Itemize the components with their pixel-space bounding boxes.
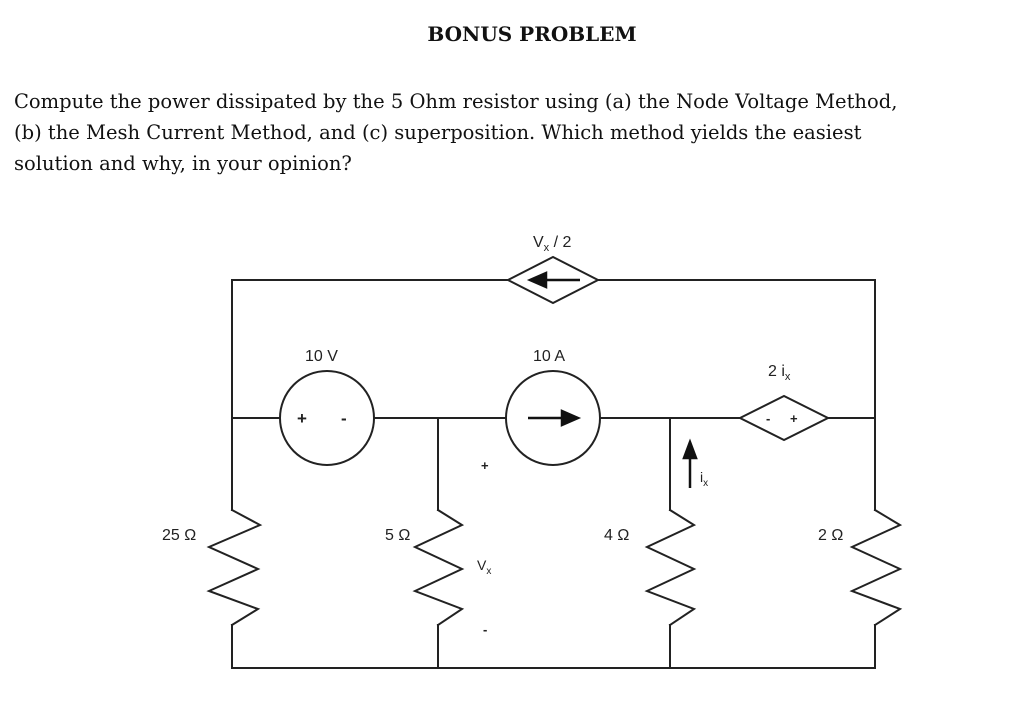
resistor-5-zigzag: [412, 508, 465, 627]
resistor-25-label: 25 Ω: [162, 527, 196, 544]
dep-source-right-plus: +: [790, 411, 798, 426]
resistor-2-zigzag: [849, 508, 903, 627]
arrow-left-icon: [526, 271, 580, 289]
dep-source-right-diamond: [737, 394, 831, 442]
resistor-5-label: 5 Ω: [385, 527, 410, 544]
voltage-source-circle: [279, 370, 375, 466]
problem-line: solution and why, in your opinion?: [14, 152, 352, 175]
problem-line: (b) the Mesh Current Method, and (c) sup…: [14, 121, 862, 144]
vx-label: Vx: [477, 557, 491, 577]
resistor-4-zigzag: [644, 508, 697, 627]
voltage-source-plus: +: [297, 409, 307, 428]
arrow-right-icon: [528, 409, 582, 427]
wire-bottom: [231, 624, 876, 669]
resistor-25-zigzag: [206, 508, 263, 627]
problem-line: Compute the power dissipated by the 5 Oh…: [14, 90, 898, 113]
dep-source-top-label: Vx / 2: [533, 234, 572, 254]
vx-minus: -: [483, 622, 487, 637]
dep-source-right-minus: -: [766, 411, 770, 426]
arrow-up-icon: [682, 438, 698, 488]
resistor-2-label: 2 Ω: [818, 527, 843, 544]
problem-statement: Compute the power dissipated by the 5 Oh…: [14, 86, 1004, 179]
current-source-label: 10 A: [533, 348, 565, 365]
resistor-4-label: 4 Ω: [604, 527, 629, 544]
problem-title: BONUS PROBLEM: [427, 22, 637, 46]
ix-label: ix: [700, 469, 708, 489]
voltage-source-minus: -: [341, 409, 347, 428]
vx-plus: +: [481, 458, 489, 473]
dep-source-right-label: 2 ix: [768, 363, 791, 383]
voltage-source-label: 10 V: [305, 348, 338, 365]
